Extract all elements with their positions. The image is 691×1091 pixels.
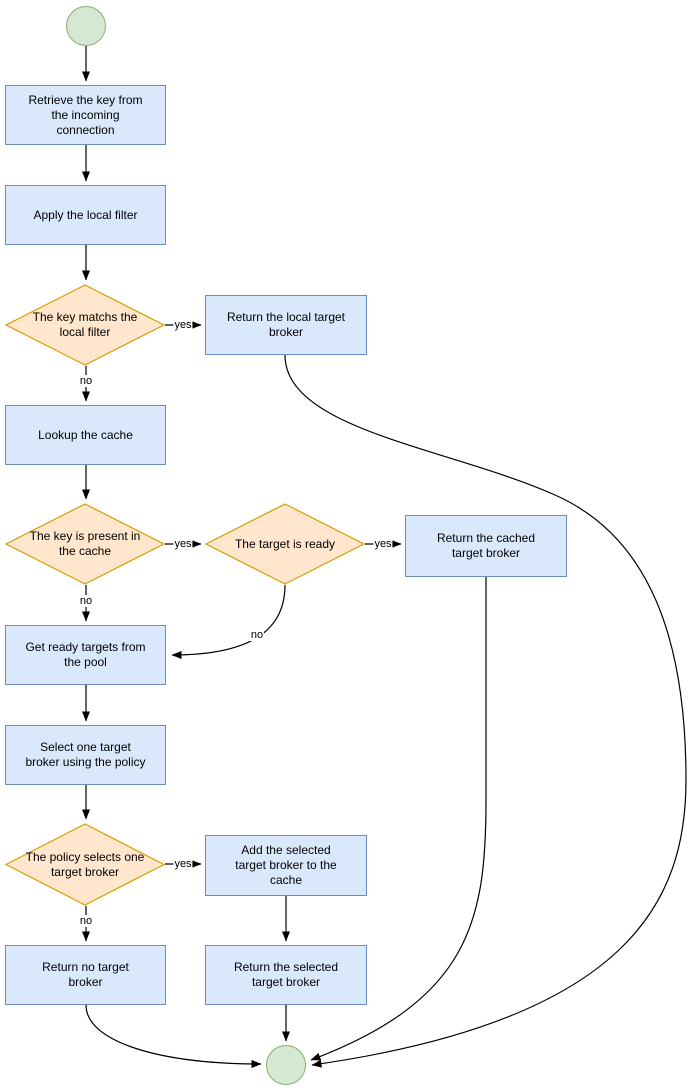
- diamond-shape: [5, 284, 165, 366]
- edge-label-no-key-matches: no: [78, 375, 94, 387]
- process-retrieve-key-label: Retrieve the key from the incoming conne…: [28, 92, 143, 137]
- process-return-cached-label: Return the cached target broker: [436, 531, 536, 560]
- edge-label-yes-target-ready: yes: [373, 538, 393, 550]
- process-lookup-cache: Lookup the cache: [5, 405, 166, 465]
- process-get-ready-targets-label: Get ready targets from the pool: [25, 640, 146, 669]
- process-return-no-target: Return no target broker: [5, 945, 166, 1005]
- process-get-ready-targets: Get ready targets from the pool: [5, 625, 166, 685]
- process-apply-filter-label: Apply the local filter: [33, 207, 138, 222]
- process-add-selected-label: Add the selected target broker to the ca…: [235, 843, 337, 887]
- process-select-one-target: Select one target broker using the polic…: [5, 725, 166, 785]
- edge-return-no-to-end: [85, 1004, 262, 1068]
- edge-return-local-to-end: [284, 354, 687, 1068]
- edge-return-cached-to-end: [310, 577, 487, 1061]
- start-node: [66, 6, 106, 46]
- process-return-selected-label: Return the selected target broker: [233, 960, 339, 989]
- process-retrieve-key: Retrieve the key from the incoming conne…: [5, 85, 166, 145]
- diamond-shape: [5, 503, 165, 585]
- process-return-cached: Return the cached target broker: [405, 515, 567, 577]
- decision-policy-selects-label: The policy selects one target broker: [25, 849, 145, 879]
- process-return-local: Return the local target broker: [205, 295, 367, 355]
- process-return-local-label: Return the local target broker: [226, 310, 346, 339]
- decision-key-matches: The key matchs the local filter: [5, 284, 165, 366]
- edge-label-yes-key-present: yes: [173, 538, 193, 550]
- process-lookup-cache-label: Lookup the cache: [38, 427, 133, 442]
- diamond-shape: [5, 823, 165, 906]
- edge-label-no-policy-selects: no: [78, 915, 94, 927]
- decision-target-ready-label: The target is ready: [234, 536, 336, 551]
- decision-key-matches-label: The key matchs the local filter: [32, 310, 138, 339]
- edge-target-ready-no: [171, 584, 286, 659]
- process-return-no-target-label: Return no target broker: [42, 960, 129, 989]
- decision-key-present: The key is present in the cache: [5, 503, 165, 585]
- edge-label-no-target-ready: no: [249, 629, 265, 641]
- end-node: [266, 1045, 306, 1085]
- edge-label-yes-policy-selects: yes: [173, 858, 193, 870]
- decision-policy-selects: The policy selects one target broker: [5, 823, 165, 906]
- process-select-one-target-label: Select one target broker using the polic…: [25, 740, 146, 769]
- edge-label-yes-key-matches: yes: [173, 319, 193, 331]
- process-return-selected: Return the selected target broker: [205, 945, 367, 1005]
- edge-label-no-key-present: no: [78, 595, 94, 607]
- decision-target-ready: The target is ready: [205, 503, 365, 585]
- diamond-shape: [205, 503, 365, 585]
- process-add-selected: Add the selected target broker to the ca…: [205, 835, 367, 896]
- process-apply-filter: Apply the local filter: [5, 185, 166, 245]
- decision-key-present-label: The key is present in the cache: [29, 529, 141, 558]
